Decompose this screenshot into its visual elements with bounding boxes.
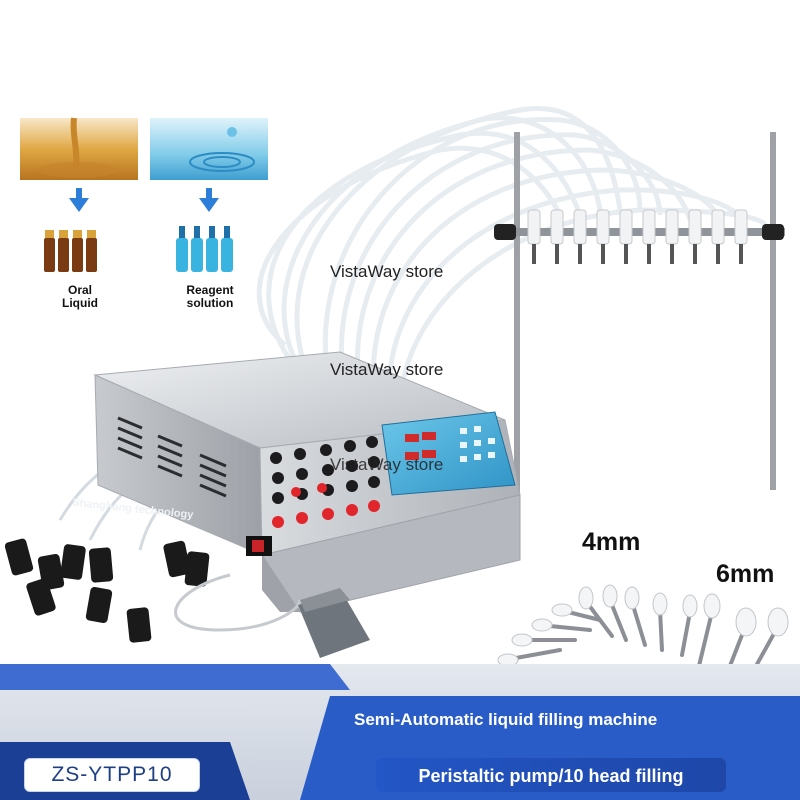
usage-caption-oral-liquid: Oral Liquid — [62, 283, 98, 310]
filling-heads — [527, 209, 748, 264]
model-badge: ZS-YTPP10 — [24, 758, 200, 792]
silicone-tubes — [256, 106, 768, 411]
pump-machine — [93, 351, 521, 613]
model-number: ZS-YTPP10 — [51, 763, 173, 786]
button-red-icon — [272, 483, 380, 528]
oil-pour-icon — [20, 117, 138, 180]
product-title: Semi-Automatic liquid filling machine — [354, 710, 658, 729]
watermark-store: VistaWay store — [330, 455, 444, 474]
amber-vials-icon — [44, 230, 97, 272]
nozzle-stand — [494, 132, 785, 512]
foot-pedal — [174, 573, 370, 658]
subtitle-box — [376, 758, 726, 792]
usage-caption-reagent-solution: Reagent solution — [186, 283, 234, 310]
nozzle-size-6mm: 6mm — [716, 560, 775, 588]
nozzle-size-4mm: 4mm — [582, 528, 641, 556]
product-subtitle: Peristaltic pump/10 head filling — [418, 766, 684, 786]
nozzle-samples — [497, 584, 789, 686]
watermark-store: VistaWay store — [330, 360, 444, 379]
watermark-store: VistaWay store — [330, 262, 444, 281]
water-drop-icon — [150, 118, 268, 180]
arrow-down-icon — [69, 188, 219, 212]
knob-icon — [270, 436, 380, 504]
inlet-filters — [4, 538, 210, 643]
blue-bottles-icon — [176, 226, 233, 272]
